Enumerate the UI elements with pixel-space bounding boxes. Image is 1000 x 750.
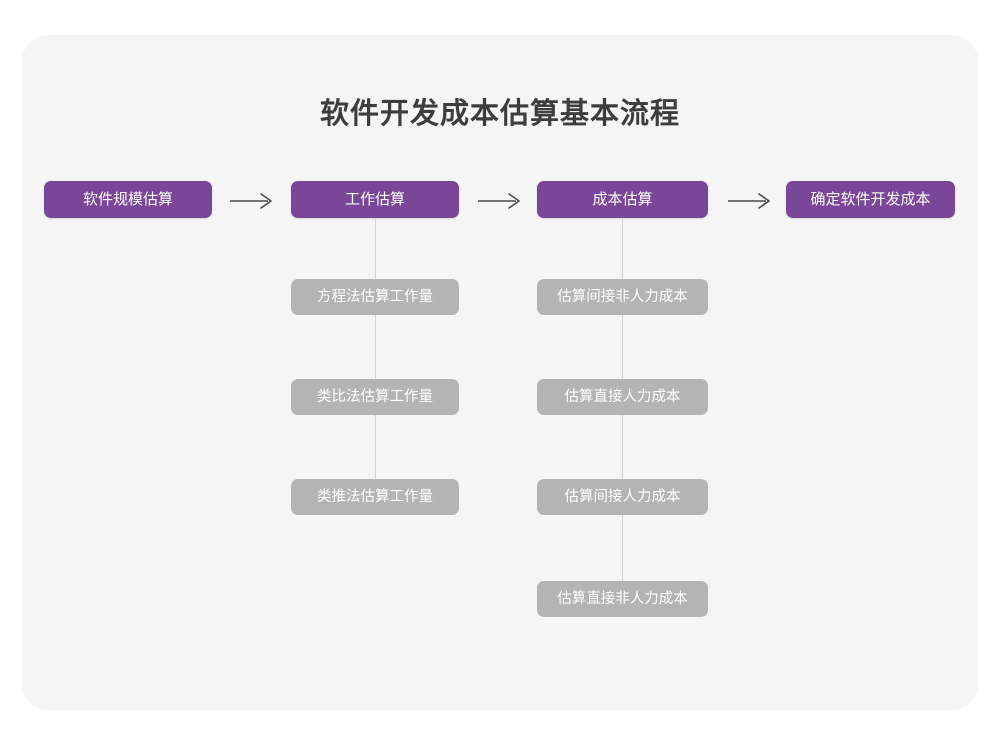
stage-box-1[interactable]: 软件规模估算 <box>44 181 212 218</box>
sub-box-2-1[interactable]: 方程法估算工作量 <box>291 279 459 315</box>
connector-line-stage-2 <box>375 218 376 497</box>
sub-box-3-4[interactable]: 估算直接非人力成本 <box>537 581 708 617</box>
sub-box-2-2[interactable]: 类比法估算工作量 <box>291 379 459 415</box>
arrow-right-icon-2 <box>476 191 526 211</box>
arrow-right-icon-1 <box>228 191 278 211</box>
stage-box-3[interactable]: 成本估算 <box>537 181 708 218</box>
sub-box-3-3[interactable]: 估算间接人力成本 <box>537 479 708 515</box>
diagram-panel <box>22 35 978 710</box>
sub-box-3-2[interactable]: 估算直接人力成本 <box>537 379 708 415</box>
stage-box-4[interactable]: 确定软件开发成本 <box>786 181 955 218</box>
arrow-right-icon-3 <box>726 191 776 211</box>
sub-box-3-1[interactable]: 估算间接非人力成本 <box>537 279 708 315</box>
page-title: 软件开发成本估算基本流程 <box>319 98 680 130</box>
sub-box-2-3[interactable]: 类推法估算工作量 <box>291 479 459 515</box>
stage-box-2[interactable]: 工作估算 <box>291 181 459 218</box>
